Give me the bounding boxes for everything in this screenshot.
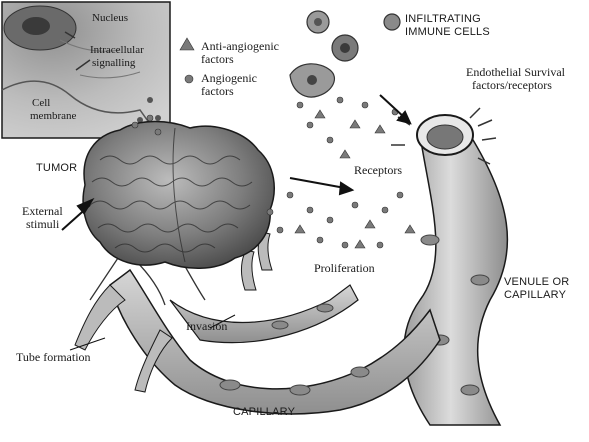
venule-vessel: [391, 108, 507, 425]
label-tube-formation: Tube formation: [16, 351, 91, 364]
immune-cells: [290, 11, 400, 97]
label-invasion: Invasion: [186, 320, 227, 333]
label-proliferation: Proliferation: [314, 262, 375, 275]
label-anti-factors: factors: [201, 53, 234, 66]
label-signalling: signalling: [92, 57, 135, 70]
label-immune-cells: IMMUNE CELLS: [405, 26, 490, 39]
label-venule-capillary: CAPILLARY: [504, 289, 566, 302]
label-tumor: TUMOR: [36, 162, 77, 175]
label-capillary: CAPILLARY: [233, 406, 295, 419]
label-receptors: Receptors: [354, 164, 402, 177]
label-intracellular: Intracellular: [90, 44, 144, 57]
label-infiltrating: INFILTRATING: [405, 13, 481, 26]
cell-inset: [2, 2, 170, 138]
label-stimuli: stimuli: [26, 218, 59, 231]
tumor-mass: [83, 122, 274, 269]
label-angio-factors: factors: [201, 85, 234, 98]
label-nucleus: Nucleus: [92, 12, 128, 25]
label-venule: VENULE OR: [504, 276, 569, 289]
label-cell: Cell: [32, 97, 50, 110]
label-endo-factors: factors/receptors: [472, 79, 552, 92]
label-membrane: membrane: [30, 110, 76, 123]
